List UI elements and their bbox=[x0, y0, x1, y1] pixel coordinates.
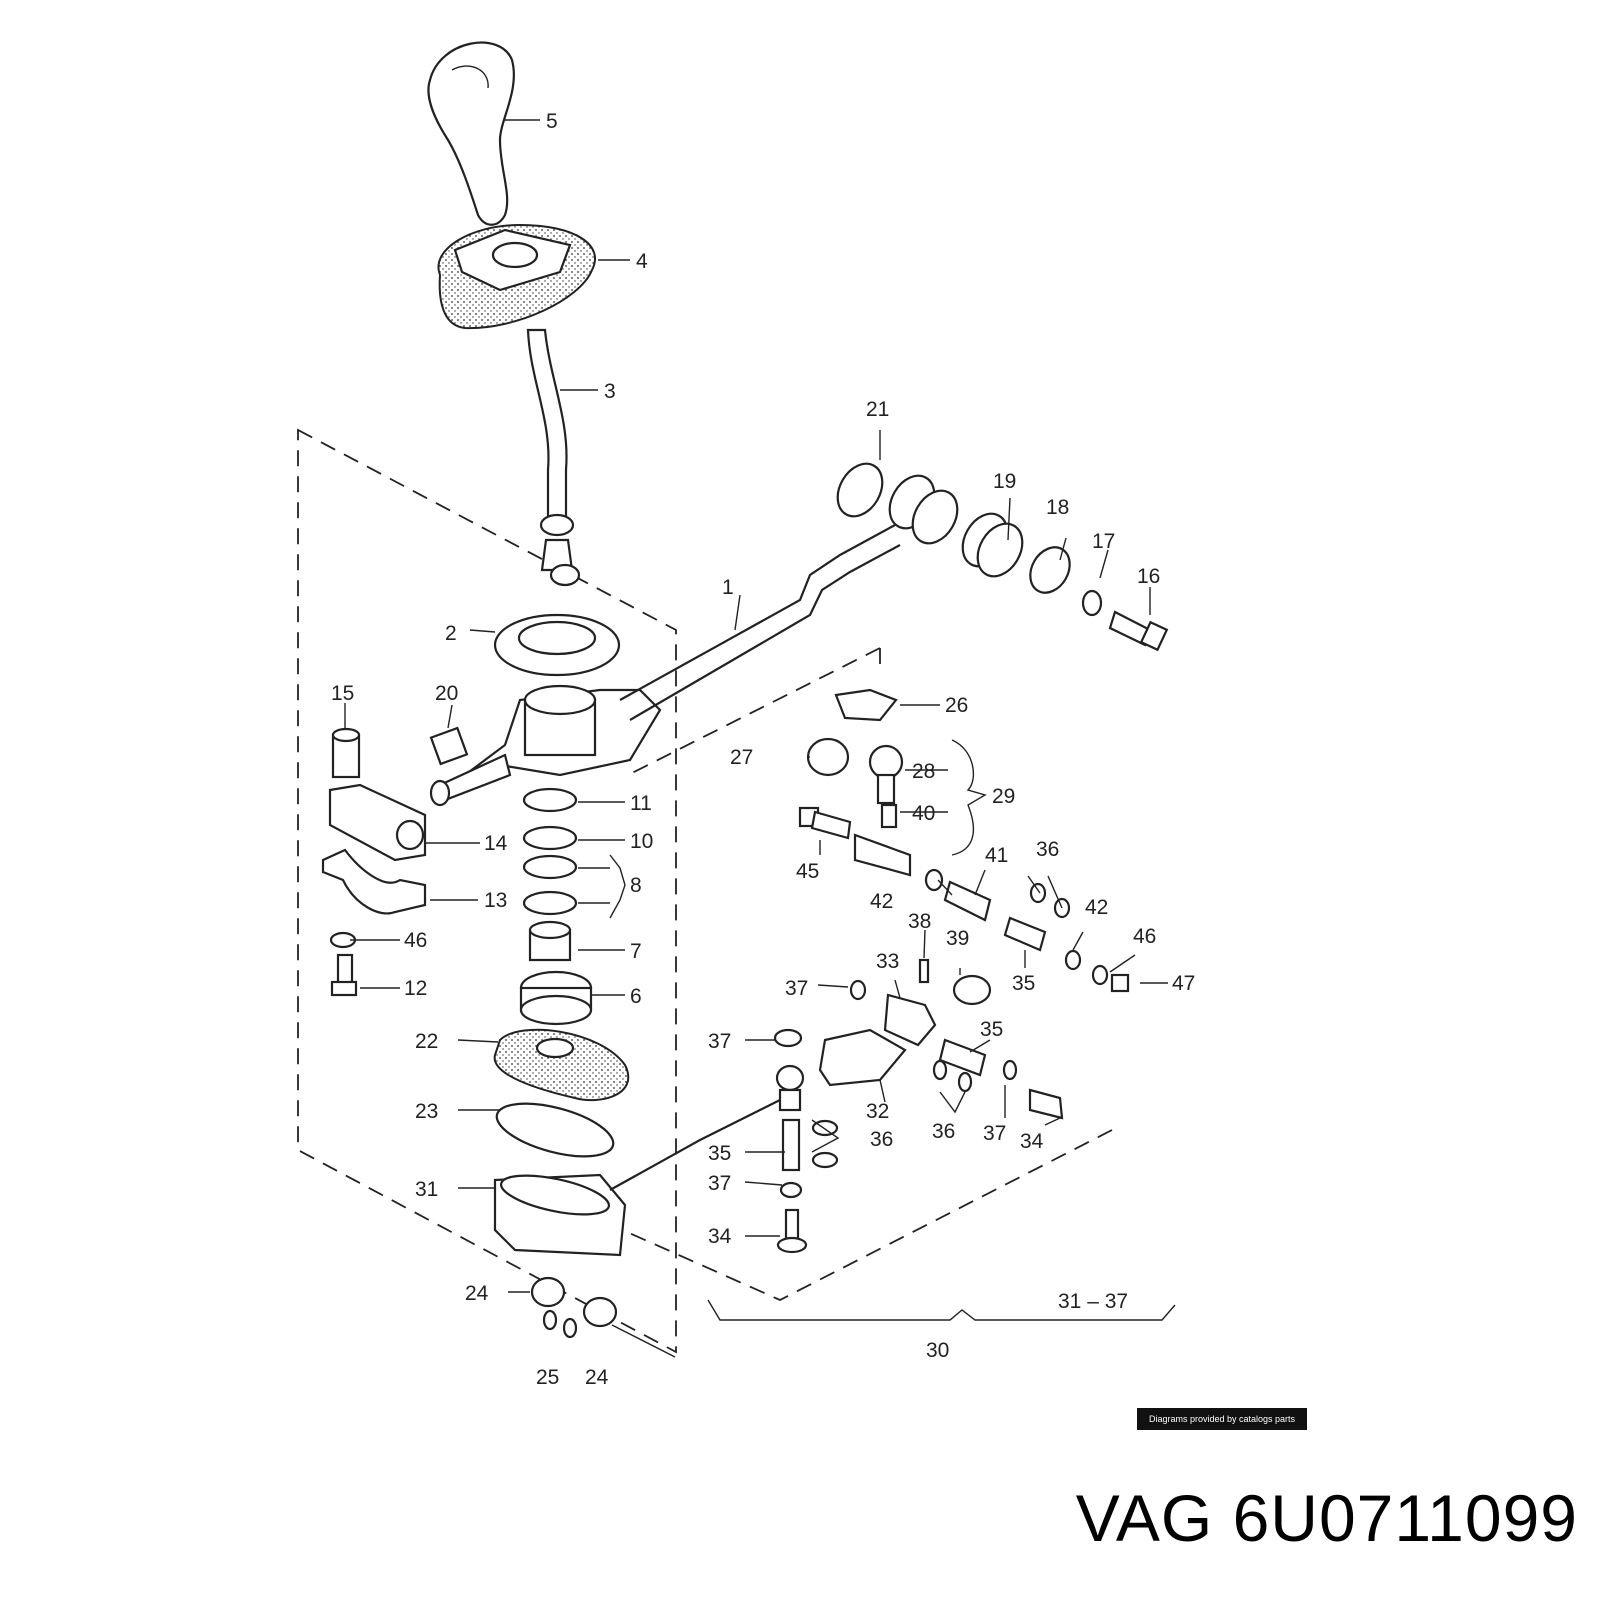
label-45: 45 bbox=[796, 860, 819, 883]
label-2: 2 bbox=[445, 622, 457, 645]
selector-linkage-right bbox=[924, 868, 1130, 993]
label-42-left: 42 bbox=[870, 890, 893, 913]
bearing-cup bbox=[493, 613, 621, 677]
label-30: 30 bbox=[926, 1339, 949, 1362]
label-11: 11 bbox=[630, 792, 652, 815]
label-23: 23 bbox=[415, 1100, 438, 1123]
label-36-lower: 36 bbox=[932, 1120, 955, 1143]
label-40: 40 bbox=[912, 802, 935, 825]
label-37-a: 37 bbox=[785, 977, 808, 1000]
shift-boot bbox=[437, 223, 596, 330]
label-24-left: 24 bbox=[465, 1282, 489, 1305]
shift-rod-housing bbox=[429, 524, 901, 807]
ball-joints bbox=[530, 1276, 618, 1339]
label-31: 31 bbox=[415, 1178, 438, 1201]
label-15: 15 bbox=[331, 682, 354, 705]
label-21: 21 bbox=[866, 398, 889, 421]
assembly-outline-main bbox=[297, 428, 677, 1354]
label-46-right: 46 bbox=[1133, 925, 1156, 948]
label-33: 33 bbox=[876, 950, 899, 973]
label-36-top: 36 bbox=[1036, 838, 1059, 861]
label-13: 13 bbox=[484, 889, 507, 912]
gear-knob bbox=[427, 41, 515, 226]
label-16: 16 bbox=[1137, 565, 1160, 588]
label-24-right: 24 bbox=[585, 1366, 609, 1389]
label-37-b: 37 bbox=[708, 1030, 731, 1053]
label-27: 27 bbox=[730, 746, 753, 769]
selector-linkage-top bbox=[798, 688, 912, 877]
label-34-right: 34 bbox=[1020, 1130, 1044, 1153]
label-37-d: 37 bbox=[708, 1172, 731, 1195]
diagram-credit-badge: Diagrams provided by catalogs parts bbox=[1137, 1408, 1307, 1430]
label-14: 14 bbox=[484, 832, 508, 855]
label-28: 28 bbox=[912, 760, 935, 783]
label-18: 18 bbox=[1046, 496, 1069, 519]
label-35-left: 35 bbox=[708, 1142, 731, 1165]
small-bushing bbox=[429, 726, 469, 766]
label-35-right: 35 bbox=[1012, 972, 1035, 995]
label-3: 3 bbox=[604, 380, 616, 403]
label-26: 26 bbox=[945, 694, 968, 717]
label-25: 25 bbox=[536, 1366, 559, 1389]
label-47: 47 bbox=[1172, 972, 1195, 995]
label-7: 7 bbox=[630, 940, 642, 963]
label-10: 10 bbox=[630, 830, 653, 853]
label-19: 19 bbox=[993, 470, 1016, 493]
label-37-c: 37 bbox=[983, 1122, 1006, 1145]
label-12: 12 bbox=[404, 977, 427, 1000]
label-32: 32 bbox=[866, 1100, 889, 1123]
label-31-37: 31 – 37 bbox=[1058, 1290, 1128, 1313]
selector-linkage-lower bbox=[773, 958, 1064, 1254]
lower-boot-and-tray bbox=[493, 1028, 791, 1257]
label-42-right: 42 bbox=[1085, 896, 1108, 919]
label-36-left: 36 bbox=[870, 1128, 893, 1151]
label-17: 17 bbox=[1092, 530, 1115, 553]
label-4: 4 bbox=[636, 250, 648, 273]
label-6: 6 bbox=[630, 985, 642, 1008]
assembly-outline-linkage bbox=[617, 647, 1113, 1301]
label-22: 22 bbox=[415, 1030, 438, 1053]
label-39: 39 bbox=[946, 927, 969, 950]
leader-lines bbox=[344, 119, 1176, 1358]
rod-end-seals bbox=[836, 462, 1169, 652]
callout-labels: 5 4 3 1 2 21 19 18 17 16 15 20 14 13 46 … bbox=[331, 110, 1195, 1389]
label-20: 20 bbox=[435, 682, 458, 705]
label-46: 46 bbox=[404, 929, 427, 952]
label-5: 5 bbox=[546, 110, 558, 133]
label-38: 38 bbox=[908, 910, 931, 933]
center-bearing-stack bbox=[519, 787, 593, 1026]
label-29: 29 bbox=[992, 785, 1015, 808]
left-bracket-stack bbox=[321, 727, 427, 997]
shift-lever-rod bbox=[526, 328, 581, 587]
label-34-left: 34 bbox=[708, 1225, 732, 1248]
part-number-title: VAG 6U0711099 bbox=[1075, 1481, 1578, 1555]
label-41: 41 bbox=[985, 844, 1008, 867]
label-1: 1 bbox=[722, 576, 734, 599]
label-35-mid: 35 bbox=[980, 1018, 1003, 1041]
label-8: 8 bbox=[630, 874, 642, 897]
